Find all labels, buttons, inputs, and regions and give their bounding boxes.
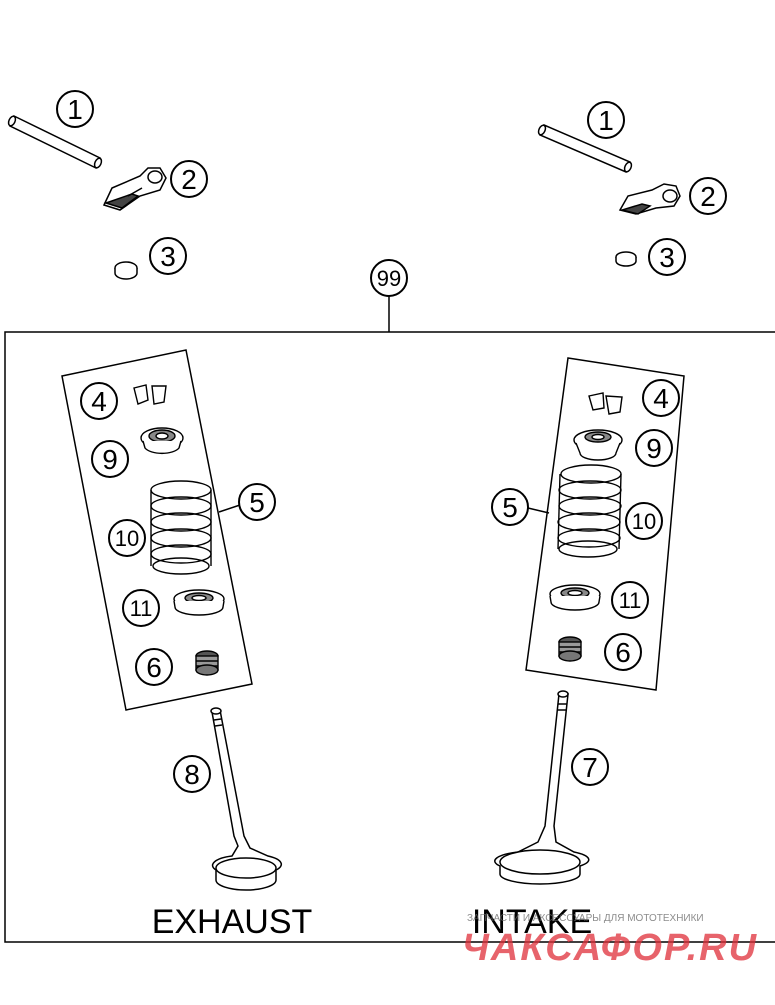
callout-4-intake[interactable]: 4 [642, 379, 680, 417]
rocker-pad-intake[interactable] [615, 251, 637, 267]
callout-3-intake[interactable]: 3 [648, 238, 686, 276]
callout-6-exhaust[interactable]: 6 [135, 648, 173, 686]
label-intake: INTAKE [472, 903, 592, 941]
callout-6-intake[interactable]: 6 [604, 633, 642, 671]
svg-text:5: 5 [249, 487, 265, 518]
callout-9-exhaust[interactable]: 9 [91, 440, 129, 478]
valve-spring-intake[interactable] [557, 464, 622, 558]
rocker-pad-exhaust[interactable] [114, 261, 138, 280]
callout-5-intake[interactable]: 5 [491, 488, 529, 526]
rocker-arm-intake[interactable] [618, 183, 681, 215]
callout-2-intake[interactable]: 2 [689, 177, 727, 215]
svg-text:1: 1 [67, 94, 83, 125]
rocker-arm-exhaust[interactable] [102, 167, 167, 211]
svg-text:2: 2 [700, 181, 716, 212]
svg-text:11: 11 [619, 588, 642, 613]
kit-panel-exhaust [61, 349, 253, 711]
callout-99[interactable]: 99 [370, 259, 408, 297]
spring-seat-intake[interactable] [549, 584, 601, 611]
svg-text:3: 3 [659, 242, 675, 273]
svg-text:7: 7 [582, 752, 598, 783]
leader-5-intake [527, 507, 550, 514]
svg-text:11: 11 [130, 596, 153, 621]
callout-11-exhaust[interactable]: 11 [122, 589, 160, 627]
leader-5-exhaust [218, 504, 241, 513]
svg-text:1: 1 [598, 105, 614, 136]
svg-text:3: 3 [160, 241, 176, 272]
callout-7[interactable]: 7 [571, 748, 609, 786]
callout-4-exhaust[interactable]: 4 [80, 382, 118, 420]
svg-text:99: 99 [377, 266, 401, 291]
callout-1-intake[interactable]: 1 [587, 101, 625, 139]
exhaust-valve[interactable] [210, 707, 283, 891]
kit-panel-intake [525, 357, 685, 691]
callout-5-exhaust[interactable]: 5 [238, 483, 276, 521]
svg-text:6: 6 [615, 637, 631, 668]
intake-valve[interactable] [494, 690, 590, 885]
svg-text:10: 10 [115, 526, 139, 551]
valve-spring-exhaust[interactable] [150, 480, 212, 575]
callout-9-intake[interactable]: 9 [635, 429, 673, 467]
svg-text:9: 9 [646, 433, 662, 464]
label-exhaust: EXHAUST [152, 903, 313, 941]
callout-2-exhaust[interactable]: 2 [170, 160, 208, 198]
rocker-shaft-intake[interactable] [537, 124, 633, 173]
svg-text:10: 10 [632, 509, 656, 534]
svg-text:4: 4 [653, 383, 669, 414]
svg-text:9: 9 [102, 444, 118, 475]
spring-retainer-exhaust[interactable] [140, 427, 184, 455]
svg-text:6: 6 [146, 652, 162, 683]
svg-text:8: 8 [184, 759, 200, 790]
watermark-subtitle: ЗАПЧАСТИ И АКСЕССУАРЫ ДЛЯ МОТОТЕХНИКИ [467, 913, 704, 924]
valve-stem-seal-intake[interactable] [558, 636, 582, 662]
valve-stem-seal-exhaust[interactable] [195, 650, 219, 676]
svg-text:2: 2 [181, 164, 197, 195]
watermark-logo: ЗАПЧАСТИ И АКСЕССУАРЫ ДЛЯ МОТОТЕХНИКИ ЧА… [462, 913, 758, 969]
callout-11-intake[interactable]: 11 [611, 581, 649, 619]
callout-8[interactable]: 8 [173, 755, 211, 793]
svg-text:4: 4 [91, 386, 107, 417]
spring-seat-exhaust[interactable] [173, 589, 225, 616]
rocker-shaft-exhaust[interactable] [7, 114, 103, 170]
watermark-brand: ЧАКСАФОР.RU [462, 927, 758, 969]
assembly-frame-99 [4, 331, 775, 943]
spring-retainer-intake[interactable] [573, 429, 623, 461]
valve-keepers-exhaust[interactable] [133, 384, 167, 405]
callout-3-exhaust[interactable]: 3 [149, 237, 187, 275]
callout-10-intake[interactable]: 10 [625, 502, 663, 540]
callout-1-exhaust[interactable]: 1 [56, 90, 94, 128]
svg-text:5: 5 [502, 492, 518, 523]
valve-keepers-intake[interactable] [588, 392, 623, 415]
callout-10-exhaust[interactable]: 10 [108, 519, 146, 557]
